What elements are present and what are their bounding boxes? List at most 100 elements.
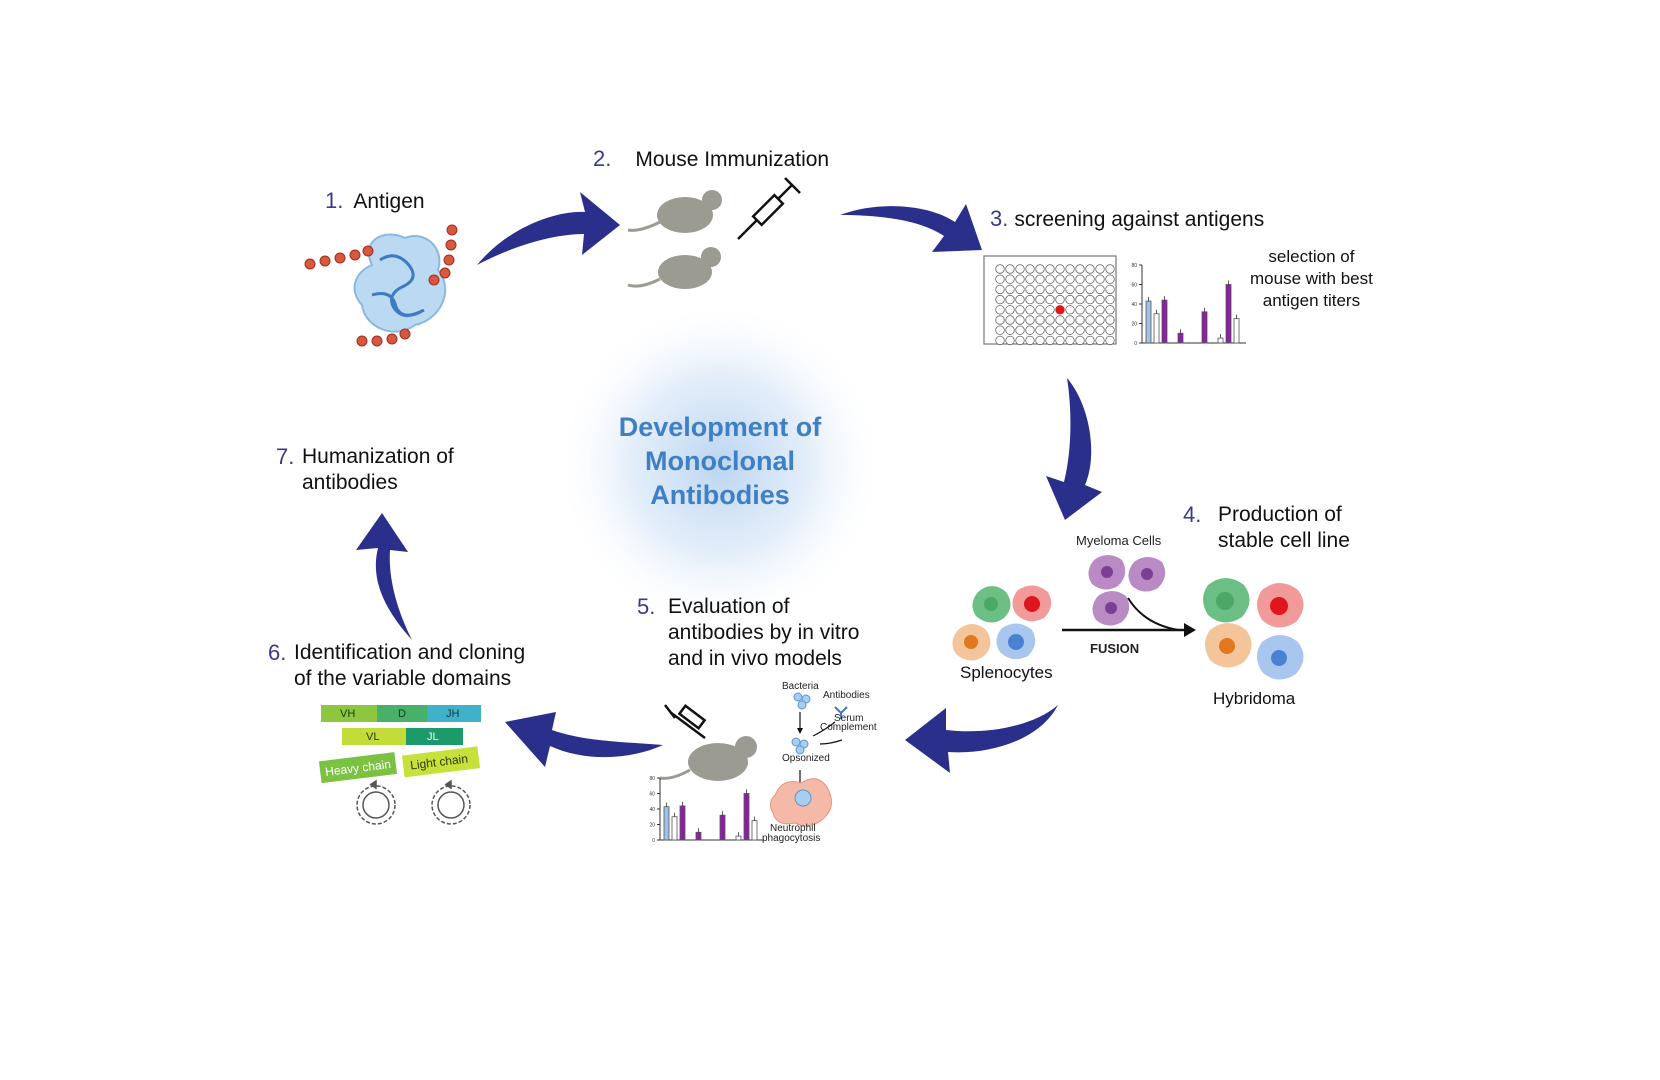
arrow-3-to-4 xyxy=(1046,378,1102,520)
hybridoma-cell xyxy=(1257,635,1304,680)
plate-well xyxy=(1055,274,1065,284)
step-number: 3. xyxy=(990,206,1009,231)
segment-vh-label: VH xyxy=(340,708,356,720)
plate-well xyxy=(1065,284,1075,295)
step-text: screening against antigens xyxy=(1014,208,1265,231)
plate-well xyxy=(1065,335,1075,346)
plate-well xyxy=(1025,284,1035,295)
plate-well xyxy=(1095,264,1105,274)
step-3-label: 3.screening against antigens xyxy=(990,206,1264,233)
splenocytes-group xyxy=(952,585,1052,661)
plate-well xyxy=(1005,335,1015,346)
step-text: Production of xyxy=(1218,503,1342,526)
plate-well xyxy=(1085,315,1095,325)
mouse-icon xyxy=(627,247,721,289)
plate-well xyxy=(1105,325,1115,335)
segment-jl-label: JL xyxy=(427,731,439,743)
arrow-6-to-7 xyxy=(356,513,412,640)
plate-well xyxy=(1045,274,1055,284)
plate-well xyxy=(1075,274,1085,284)
plate-well xyxy=(1065,325,1075,335)
selection-note-line: mouse with best xyxy=(1250,269,1373,288)
plate-well xyxy=(1045,305,1055,315)
myeloma-cell xyxy=(1128,557,1166,592)
segment-vh xyxy=(321,705,377,722)
plate-well xyxy=(1065,305,1075,315)
step-number: 4. xyxy=(1183,502,1202,527)
plate-well xyxy=(1105,264,1115,274)
chart-bar xyxy=(743,793,750,841)
step-text: antibodies by in vitro xyxy=(668,621,860,644)
step-text: Evaluation of xyxy=(668,595,790,618)
arrow-1-to-2 xyxy=(477,192,620,265)
plate-well xyxy=(1065,315,1075,325)
step-text: antibodies xyxy=(302,471,398,494)
plate-well xyxy=(995,294,1005,305)
chart-bar xyxy=(719,814,726,841)
splenocyte-cell xyxy=(972,586,1011,623)
plate-well xyxy=(1095,325,1105,335)
plate-well xyxy=(1045,284,1055,295)
hybridoma-label: Hybridoma xyxy=(1213,689,1296,708)
segment-vl xyxy=(342,728,406,745)
chart-bar xyxy=(1201,311,1208,344)
chart-bar xyxy=(663,806,670,841)
plate-well xyxy=(1105,274,1115,284)
step-text: stable cell line xyxy=(1218,529,1350,552)
plate-well xyxy=(1015,264,1025,274)
chart-bar xyxy=(1145,300,1152,344)
selection-note-line: selection of xyxy=(1268,247,1355,266)
plate-well xyxy=(1065,274,1075,284)
plate-well xyxy=(1045,335,1055,346)
plate-well xyxy=(1105,294,1115,305)
plate-well xyxy=(995,335,1005,346)
chart-bar xyxy=(735,835,742,841)
segment-jh-label: JH xyxy=(446,708,460,720)
plate-well xyxy=(1085,264,1095,274)
plate-well xyxy=(1005,284,1015,295)
plate-well xyxy=(1055,294,1065,305)
plate-well xyxy=(1015,335,1025,346)
center-title-line: Monoclonal xyxy=(645,446,795,476)
complement-label: Complement xyxy=(820,722,877,733)
myeloma-cell xyxy=(1088,555,1126,590)
plate-well xyxy=(1025,294,1035,305)
step-number: 2. xyxy=(593,146,612,171)
dna-segments xyxy=(321,705,481,745)
fusion-curve xyxy=(1127,597,1179,631)
plate-well xyxy=(1105,305,1115,315)
center-title-line: Development of xyxy=(618,412,822,442)
bacteria-icon xyxy=(793,692,811,710)
chart-y-tick-label: 40 xyxy=(649,807,655,813)
chart-bar xyxy=(695,831,702,841)
chart-y-tick-label: 60 xyxy=(1131,283,1137,289)
step-4-label: 4. Production of stable cell line xyxy=(1183,502,1350,554)
antibody-icon xyxy=(834,706,848,719)
plate-well xyxy=(1005,294,1015,305)
bacteria-label: Bacteria xyxy=(782,681,819,692)
segment-d xyxy=(377,705,427,722)
step-text: of the variable domains xyxy=(294,667,512,690)
chart-y-tick-label: 80 xyxy=(1131,263,1137,269)
syringe-icon xyxy=(737,177,801,240)
selection-note: selection of mouse with best antigen tit… xyxy=(1250,246,1373,312)
plate-well xyxy=(1025,315,1035,325)
plate-well xyxy=(1055,315,1065,325)
plate-well xyxy=(1025,305,1035,315)
light-chain-tag xyxy=(401,746,481,778)
step-5-label: 5. Evaluation of antibodies by in vitro … xyxy=(637,594,859,672)
plate-well xyxy=(1035,284,1045,295)
plate-well xyxy=(1075,294,1085,305)
plate-well xyxy=(995,325,1005,335)
segment-jl xyxy=(406,728,463,745)
plate-well xyxy=(1085,274,1095,284)
hybridoma-group xyxy=(1203,578,1304,680)
opsonization-illustration xyxy=(769,692,848,827)
chart-bar xyxy=(751,820,758,841)
step-text: Mouse Immunization xyxy=(635,148,830,171)
plate-well xyxy=(1075,325,1085,335)
plate-well xyxy=(1035,264,1045,274)
opsonized-bacteria-icon xyxy=(791,737,809,755)
